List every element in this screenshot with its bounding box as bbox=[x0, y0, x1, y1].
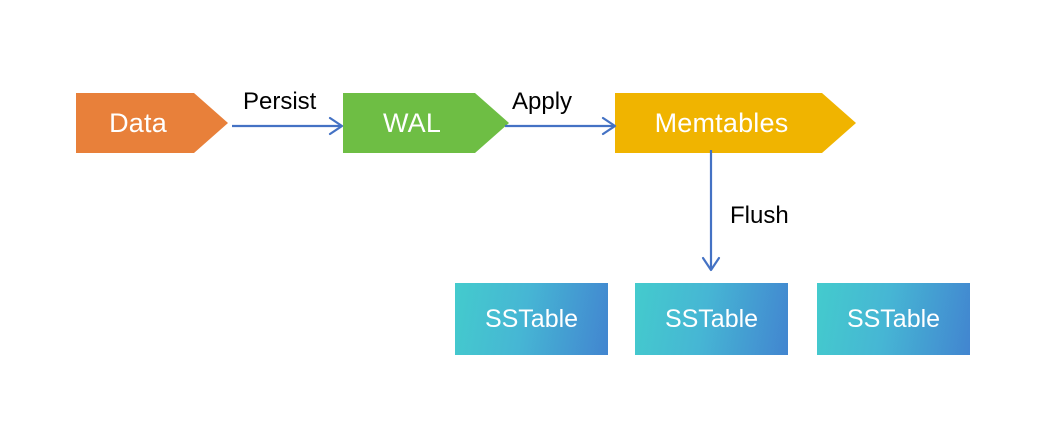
sstable-box[interactable]: SSTable bbox=[817, 283, 970, 355]
sstable-label: SSTable bbox=[664, 304, 759, 333]
edge-label-persist: Persist bbox=[243, 88, 317, 115]
node-data-label: Data bbox=[109, 107, 167, 138]
node-data[interactable]: Data bbox=[76, 93, 228, 153]
node-memtables[interactable]: Memtables bbox=[615, 93, 856, 153]
node-memtables-label: Memtables bbox=[654, 107, 789, 138]
arrow-flush bbox=[701, 150, 721, 272]
edge-label-flush: Flush bbox=[730, 202, 789, 229]
arrow-persist bbox=[232, 116, 344, 136]
arrow-apply bbox=[505, 116, 617, 136]
sstable-label: SSTable bbox=[484, 304, 579, 333]
sstable-box[interactable]: SSTable bbox=[635, 283, 788, 355]
node-wal[interactable]: WAL bbox=[343, 93, 509, 153]
sstable-box[interactable]: SSTable bbox=[455, 283, 608, 355]
node-wal-label: WAL bbox=[382, 107, 442, 138]
sstable-label: SSTable bbox=[846, 304, 941, 333]
edge-label-apply: Apply bbox=[512, 88, 573, 115]
